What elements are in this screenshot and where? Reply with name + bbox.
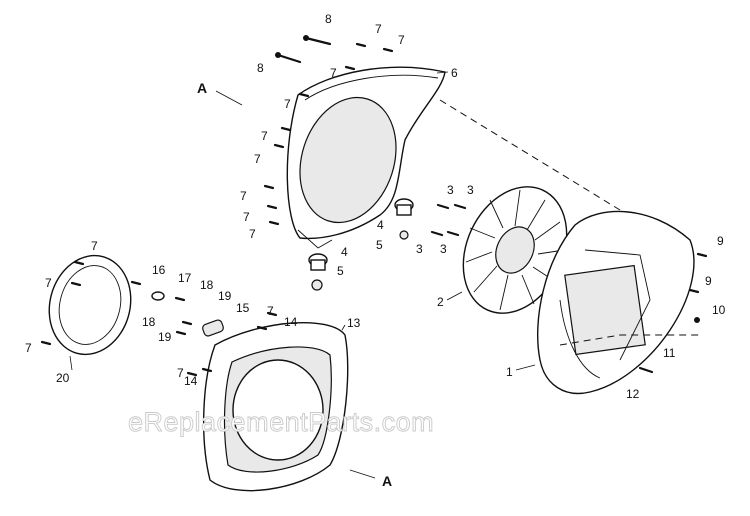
callout-14: 14 bbox=[184, 374, 198, 388]
part-4-boss-right bbox=[394, 198, 414, 216]
part-4-boss-left bbox=[308, 253, 328, 271]
callout-7: 7 bbox=[249, 227, 256, 241]
part-20-ring-gasket bbox=[48, 254, 132, 356]
section-marker-top: A bbox=[197, 80, 207, 96]
callout-13: 13 bbox=[347, 316, 361, 330]
part-1-lower-housing bbox=[537, 210, 695, 395]
callout-19: 19 bbox=[218, 289, 232, 303]
callout-5: 5 bbox=[376, 238, 383, 252]
part-13-grille-cover bbox=[202, 322, 349, 492]
callout-3: 3 bbox=[467, 183, 474, 197]
callout-10: 10 bbox=[712, 303, 726, 317]
callout-16: 16 bbox=[152, 263, 166, 277]
callout-18: 18 bbox=[142, 315, 156, 329]
callout-7: 7 bbox=[375, 22, 382, 36]
callout-19: 19 bbox=[158, 330, 172, 344]
callout-7: 7 bbox=[45, 276, 52, 290]
part-15-knob bbox=[202, 319, 224, 337]
callout-4: 4 bbox=[377, 218, 384, 232]
fasteners bbox=[40, 35, 708, 377]
callout-15: 15 bbox=[236, 301, 250, 315]
callout-9: 9 bbox=[717, 234, 724, 248]
assembly-lines bbox=[439, 99, 700, 346]
callout-6: 6 bbox=[451, 66, 458, 80]
callout-2: 2 bbox=[437, 295, 444, 309]
leader-lines bbox=[69, 71, 536, 479]
callout-9: 9 bbox=[705, 274, 712, 288]
callout-11: 11 bbox=[663, 346, 676, 360]
part-5-nut bbox=[311, 230, 409, 291]
part-17-washer bbox=[151, 291, 165, 301]
callout-labels: 1 2 3 3 3 3 4 4 5 5 6 7 7 7 7 7 7 7 7 7 … bbox=[25, 12, 726, 401]
callout-3: 3 bbox=[440, 242, 447, 256]
callout-7: 7 bbox=[330, 66, 337, 80]
callout-7: 7 bbox=[243, 210, 250, 224]
callout-7: 7 bbox=[25, 341, 32, 355]
callout-7: 7 bbox=[284, 97, 291, 111]
callout-8: 8 bbox=[257, 61, 264, 75]
callout-17: 17 bbox=[178, 271, 192, 285]
callout-3: 3 bbox=[416, 242, 423, 256]
callout-7: 7 bbox=[261, 129, 268, 143]
callout-20: 20 bbox=[56, 371, 70, 385]
callout-8: 8 bbox=[325, 12, 332, 26]
part-6-upper-housing bbox=[286, 66, 446, 249]
callout-7: 7 bbox=[91, 239, 98, 253]
callout-14: 14 bbox=[284, 315, 298, 329]
callout-18: 18 bbox=[200, 278, 214, 292]
callout-12: 12 bbox=[626, 387, 640, 401]
callout-7: 7 bbox=[254, 152, 261, 166]
callout-7: 7 bbox=[240, 189, 247, 203]
callout-7: 7 bbox=[267, 304, 274, 318]
callout-7: 7 bbox=[177, 366, 184, 380]
callout-4: 4 bbox=[341, 245, 348, 259]
callout-5: 5 bbox=[337, 264, 344, 278]
callout-1: 1 bbox=[506, 365, 513, 379]
callout-3: 3 bbox=[447, 183, 454, 197]
section-marker-bottom: A bbox=[382, 473, 392, 489]
callout-7: 7 bbox=[398, 33, 405, 47]
watermark: eReplacementParts.com bbox=[128, 407, 434, 437]
